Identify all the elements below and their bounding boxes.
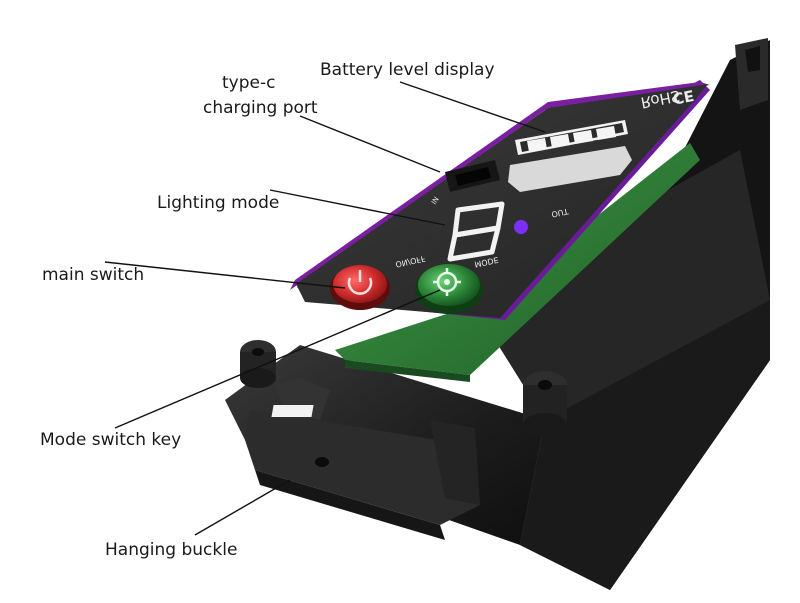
battery-level-display	[515, 120, 628, 155]
control-panel	[290, 80, 710, 320]
leader-main-switch	[104, 261, 346, 289]
label-typec-line2: charging port	[203, 98, 318, 118]
label-lighting-mode: Lighting mode	[157, 193, 280, 213]
light-window	[508, 146, 632, 192]
screw-post-left	[240, 340, 276, 388]
leader-lighting	[269, 189, 446, 226]
leader-buckle	[194, 479, 291, 536]
leader-mode-key	[114, 289, 441, 429]
typec-port	[445, 160, 500, 192]
in-text: IN	[430, 196, 441, 207]
ce-mark: CE	[671, 86, 695, 108]
main-switch	[330, 265, 390, 310]
leader-typec	[299, 115, 441, 173]
label-main-switch: main switch	[42, 265, 145, 285]
screw-post-right	[523, 371, 567, 437]
label-mode-switch-key: Mode switch key	[40, 430, 182, 450]
label-battery-level-display: Battery level display	[320, 60, 495, 80]
out-text: OUT	[551, 206, 570, 218]
leader-battery	[399, 81, 546, 133]
label-hanging-buckle: Hanging buckle	[105, 540, 238, 560]
hanging-buckle	[245, 378, 480, 540]
label-typec-line1: type-c	[222, 73, 276, 93]
out-indicator-led	[514, 220, 528, 234]
lighting-mode-digit	[447, 201, 505, 262]
mode-button	[415, 264, 483, 314]
leader-lines	[104, 81, 546, 536]
